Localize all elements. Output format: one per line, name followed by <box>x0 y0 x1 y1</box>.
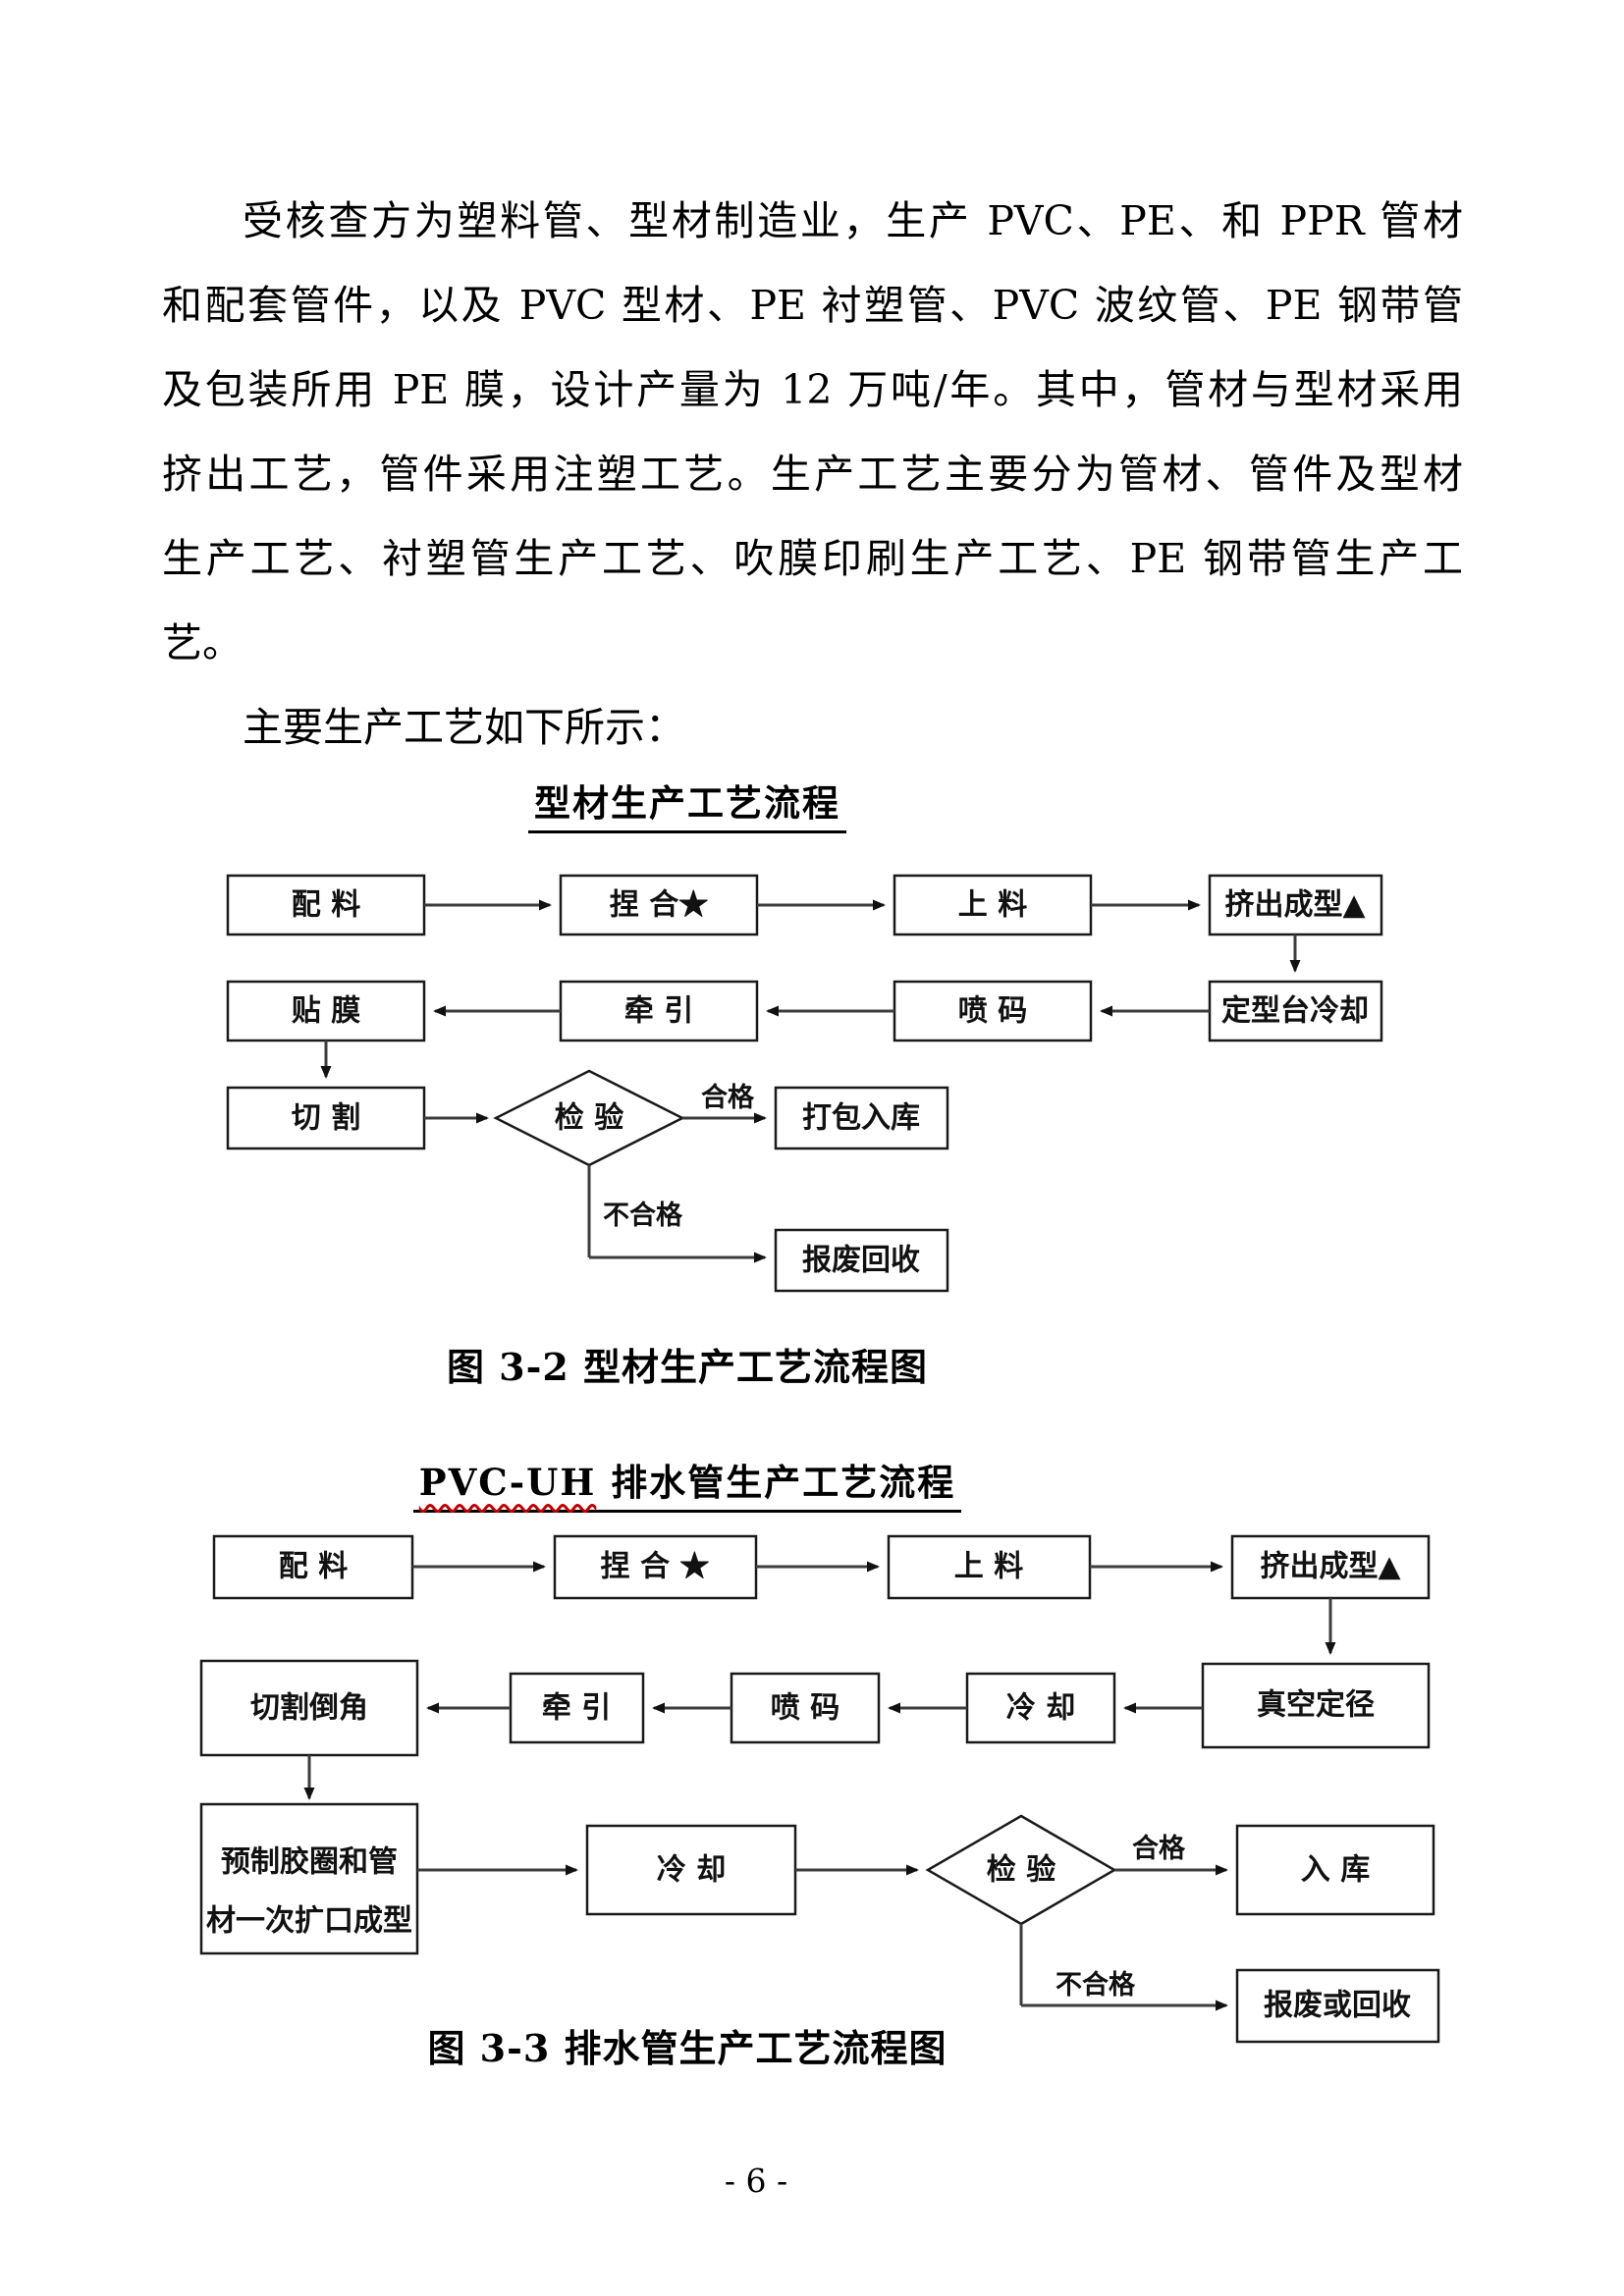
flow-node-yuzhijiaoguan: 预制胶圈和管 材一次扩口成型 <box>199 1802 419 1955</box>
flow-box <box>893 874 1093 936</box>
page-number: - 6 - <box>724 2162 788 2200</box>
figure2-flowchart: 配 料 捏 合 ★ 上 料 挤出成型▲ 切割倒角 牵 引 喷 码 <box>199 1534 1440 2044</box>
figure2-title-latin: PVC-UH <box>418 1461 597 1504</box>
flow-box-label: 切 割 <box>292 1101 360 1136</box>
flow-box <box>226 874 426 936</box>
flow-box-label: 入 库 <box>1301 1853 1370 1888</box>
flow-box-label: 冷 却 <box>1006 1691 1075 1726</box>
flow-box-label: 上 料 <box>958 888 1027 923</box>
edge-label-pass: 合格 <box>701 1082 755 1113</box>
flow-node-baofeihuohuishou: 报废或回收 <box>1235 1968 1440 2044</box>
edge-label-pass: 合格 <box>1132 1833 1186 1864</box>
flow-box-label: 捏 合 ★ <box>601 1550 710 1584</box>
flow-node-niehe: 捏 合 ★ <box>553 1534 758 1600</box>
flow-box <box>226 980 426 1042</box>
flow-box-label: 切割倒角 <box>250 1691 368 1726</box>
flow-box <box>1235 1968 1440 2044</box>
flow-node-lengque: 冷 却 <box>965 1672 1116 1744</box>
flow-box <box>774 1228 949 1293</box>
paragraph-line: 艺。 <box>162 619 243 667</box>
flow-box-label: 冷 却 <box>657 1853 726 1888</box>
paragraph-lead-in: 主要生产工艺如下所示： <box>243 704 685 751</box>
figure2-caption: 图 3-3 排水管生产工艺流程图 <box>427 2026 947 2070</box>
flow-box-label: 捏 合★ <box>610 888 708 923</box>
flow-node-qianyin: 牵 引 <box>559 980 759 1042</box>
flow-box-label-line2: 材一次扩口成型 <box>206 1904 412 1939</box>
flow-node-penma: 喷 码 <box>730 1672 881 1744</box>
flow-box <box>199 1659 419 1757</box>
paragraph-line: 和配套管件，以及 PVC 型材、PE 衬塑管、PVC 波纹管、PE 钢带管 <box>162 282 1463 329</box>
paragraph-line: 挤出工艺，管件采用注塑工艺。生产工艺主要分为管材、管件及型材 <box>162 451 1463 498</box>
flow-box-label: 配 料 <box>292 888 360 923</box>
figure1-flowchart: 配 料 捏 合★ 上 料 挤出成型▲ 贴 膜 牵 引 <box>226 874 1383 1293</box>
flow-node-qianyin: 牵 引 <box>509 1672 645 1744</box>
flow-box-label: 上 料 <box>954 1550 1023 1584</box>
flow-box-label: 报废回收 <box>802 1244 920 1278</box>
figure2-title-row: PVC-UH 排水管生产工艺流程 <box>0 1453 1375 1513</box>
figure1-caption-row: 图 3-2 型材生产工艺流程图 <box>0 1337 1375 1391</box>
intro-paragraph: 受核查方为塑料管、型材制造业，生产 PVC、PE、和 PPR 管材 和配套管件，… <box>162 179 1463 770</box>
paragraph-line: 受核查方为塑料管、型材制造业，生产 PVC、PE、和 PPR 管材 <box>243 197 1463 244</box>
decision-label: 检 验 <box>555 1101 623 1136</box>
flow-node-peiliao: 配 料 <box>212 1534 414 1600</box>
flow-box <box>965 1672 1116 1744</box>
flow-box-label: 真空定径 <box>1257 1688 1375 1723</box>
figure2-title-rest: 排水管生产工艺流程 <box>596 1461 956 1504</box>
flow-box <box>226 1086 426 1150</box>
flow-box <box>1235 1824 1435 1916</box>
flow-box-label: 喷 码 <box>958 994 1027 1029</box>
flow-box-label: 打包入库 <box>802 1101 920 1136</box>
flow-node-jichuchengxing: 挤出成型▲ <box>1230 1534 1431 1600</box>
figure2-title: PVC-UH 排水管生产工艺流程 <box>412 1453 962 1513</box>
flow-box <box>774 1086 949 1150</box>
figure1-title: 型材生产工艺流程 <box>528 774 846 833</box>
flow-node-niehe: 捏 合★ <box>559 874 759 936</box>
flow-node-penma: 喷 码 <box>893 980 1093 1042</box>
flow-node-baofeihuishou: 报废回收 <box>774 1228 949 1293</box>
flow-node-zhenkongdingjing: 真空定径 <box>1201 1662 1431 1749</box>
flow-box <box>1208 874 1383 936</box>
flow-decision-jianyan: 检 验 <box>493 1069 685 1167</box>
flow-node-dabaoruku: 打包入库 <box>774 1086 949 1150</box>
flow-box-label: 喷 码 <box>771 1691 839 1726</box>
paragraph-line: 及包装所用 PE 膜，设计产量为 12 万吨/年。其中，管材与型材采用 <box>162 366 1463 413</box>
flow-node-shangliao: 上 料 <box>887 1534 1092 1600</box>
flow-decision-jianyan: 检 验 <box>925 1814 1117 1926</box>
flow-box-label: 牵 引 <box>542 1691 611 1726</box>
edge-label-fail: 不合格 <box>603 1200 683 1231</box>
figure1-title-row: 型材生产工艺流程 <box>0 774 1375 833</box>
flow-node-lengque2: 冷 却 <box>585 1824 797 1916</box>
flow-node-dingxingtai: 定型台冷却 <box>1208 980 1383 1042</box>
flow-box-label: 配 料 <box>279 1550 348 1584</box>
flow-box <box>1201 1662 1431 1749</box>
flow-node-qiege: 切 割 <box>226 1086 426 1150</box>
flow-node-qiegedaojiao: 切割倒角 <box>199 1659 419 1757</box>
flow-box <box>509 1672 645 1744</box>
flow-node-peiliao: 配 料 <box>226 874 426 936</box>
flow-box-label: 挤出成型▲ <box>1224 888 1365 923</box>
flow-box-label: 挤出成型▲ <box>1260 1550 1400 1584</box>
flow-box <box>199 1802 419 1955</box>
flow-node-shangliao: 上 料 <box>893 874 1093 936</box>
flow-box <box>893 980 1093 1042</box>
flow-box <box>1208 980 1383 1042</box>
flow-box-label-line1: 预制胶圈和管 <box>221 1845 398 1880</box>
paragraph-line: 生产工艺、衬塑管生产工艺、吹膜印刷生产工艺、PE 钢带管生产工 <box>162 535 1463 582</box>
flow-node-ruku: 入 库 <box>1235 1824 1435 1916</box>
figure2-caption-row: 图 3-3 排水管生产工艺流程图 <box>0 2018 1375 2072</box>
flow-box <box>559 874 759 936</box>
edge-label-fail: 不合格 <box>1056 1969 1136 2001</box>
flow-box-label: 牵 引 <box>624 994 693 1029</box>
flow-box-label: 定型台冷却 <box>1221 994 1369 1029</box>
figure1-caption: 图 3-2 型材生产工艺流程图 <box>446 1345 929 1389</box>
decision-label: 检 验 <box>987 1853 1056 1888</box>
flow-box <box>212 1534 414 1600</box>
flow-box <box>1230 1534 1431 1600</box>
flow-node-tiemo: 贴 膜 <box>226 980 426 1042</box>
flow-box-label: 贴 膜 <box>292 994 360 1029</box>
flow-node-jichuchengxing: 挤出成型▲ <box>1208 874 1383 936</box>
flow-box-label: 报废或回收 <box>1264 1989 1411 2023</box>
